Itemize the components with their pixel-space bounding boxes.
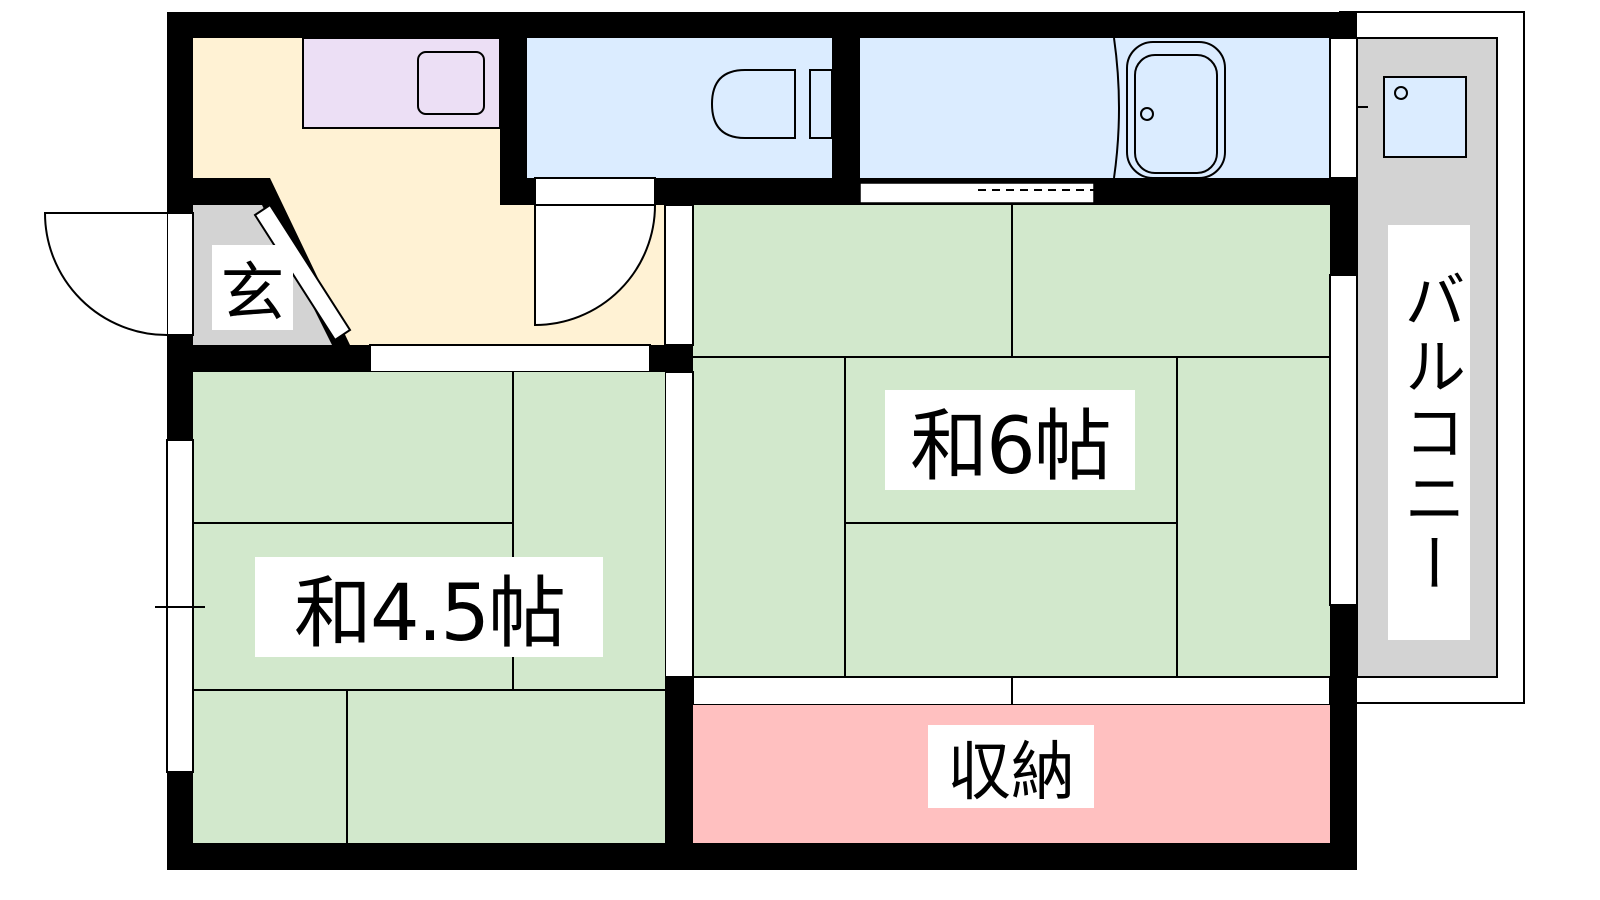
- balcony-unit-icon: [1383, 76, 1467, 158]
- washbasin-icon: [417, 51, 485, 115]
- room-4-5-label: 和4.5帖: [255, 557, 603, 659]
- storage-label: 収納: [928, 725, 1094, 810]
- genkan-label: 玄: [212, 245, 293, 331]
- bathtub-icon: [1126, 41, 1226, 179]
- balcony-label: バルコニー: [1388, 225, 1470, 640]
- toilet-door-swing: [534, 204, 657, 327]
- bathroom: [860, 38, 1330, 178]
- entry-door-swing: [43, 212, 168, 336]
- genkan-step: [253, 203, 352, 342]
- room-6-label: 和6帖: [885, 390, 1135, 492]
- toilet-icon: [710, 69, 796, 139]
- toilet-room: [527, 38, 832, 178]
